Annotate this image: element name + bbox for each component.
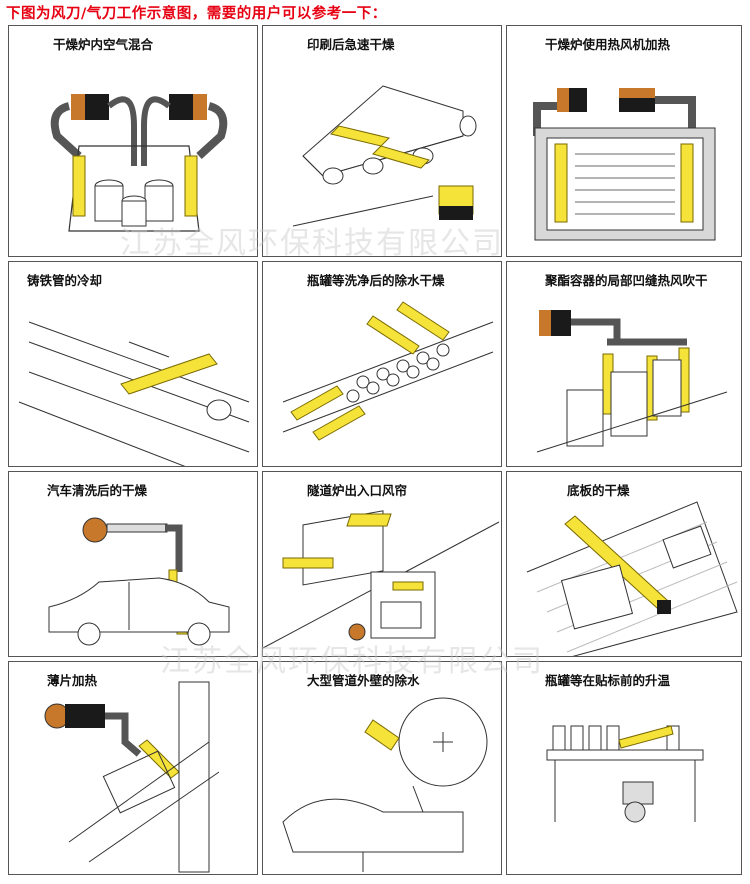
cell-caption: 印刷后急速干燥	[307, 37, 395, 52]
illustration-cell-substrate-drying: 底板的干燥	[506, 471, 742, 657]
pet-container-drying-diagram	[536, 310, 728, 453]
hot-air-oven-diagram	[533, 88, 716, 241]
illustration-cell-printing-drying: 印刷后急速干燥	[262, 25, 502, 257]
cell-caption: 大型管道外壁的除水	[307, 673, 420, 688]
cell-caption: 隧道炉出入口风帘	[307, 483, 408, 498]
illustration-cell-sheet-heating: 薄片加热	[8, 661, 258, 875]
cell-caption: 干燥炉使用热风机加热	[545, 37, 671, 52]
tunnel-air-curtain-diagram	[263, 510, 500, 649]
sheet-heating-diagram	[44, 681, 220, 873]
illustration-cell-bottle-preheat: 瓶罐等在贴标前的升温	[506, 661, 742, 875]
cell-caption: 薄片加热	[47, 673, 98, 688]
cell-caption: 瓶罐等洗净后的除水干燥	[307, 273, 445, 288]
printing-drying-diagram	[292, 85, 477, 227]
car-wash-drying-diagram	[48, 517, 230, 646]
cell-caption: 瓶罐等在贴标前的升温	[545, 673, 671, 688]
bottle-preheat-diagram	[546, 725, 704, 823]
illustration-cell-oven-air-mixing: 干燥炉内空气混合	[8, 25, 258, 257]
illustration-cell-car-wash-drying: 汽车清洗后的干燥	[8, 471, 258, 657]
illustration-cell-bottle-drying: 瓶罐等洗净后的除水干燥	[262, 261, 502, 467]
illustration-cell-cast-iron-cooling: 铸铁管的冷却	[8, 261, 258, 467]
substrate-drying-diagram	[526, 501, 738, 656]
illustration-cell-tunnel-air-curtain: 隧道炉出入口风帘	[262, 471, 502, 657]
cell-caption: 汽车清洗后的干燥	[47, 483, 148, 498]
cell-caption: 底板的干燥	[567, 483, 630, 498]
pipe-dewatering-diagram	[282, 697, 488, 872]
cell-caption: 聚酯容器的局部凹缝热风吹干	[545, 273, 708, 288]
cell-caption: 铸铁管的冷却	[27, 273, 103, 288]
oven-air-mixing-diagram	[50, 94, 228, 232]
illustration-cell-hot-air-oven: 干燥炉使用热风机加热	[506, 25, 742, 257]
cast-iron-cooling-diagram	[18, 321, 250, 466]
illustration-cell-pet-container-drying: 聚酯容器的局部凹缝热风吹干	[506, 261, 742, 467]
cell-caption: 干燥炉内空气混合	[53, 37, 154, 52]
bottle-drying-diagram	[282, 301, 494, 441]
page-title: 下图为风刀/气刀工作示意图，需要的用户可以参考一下：	[6, 6, 387, 22]
illustration-cell-pipe-dewatering: 大型管道外壁的除水	[262, 661, 502, 875]
